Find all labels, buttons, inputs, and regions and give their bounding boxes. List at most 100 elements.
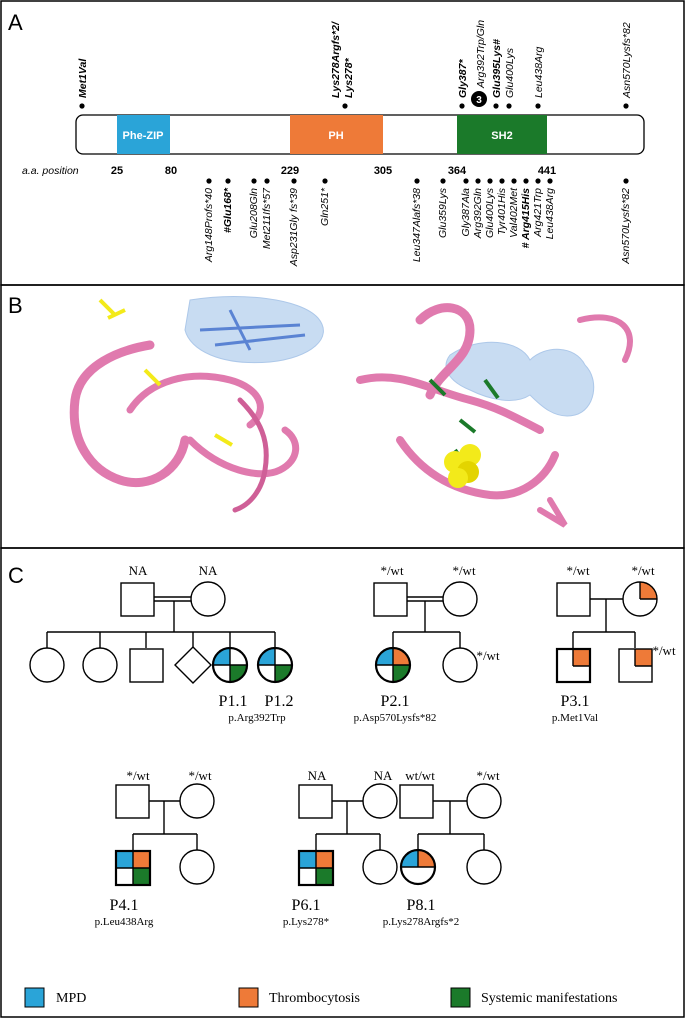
green-residues	[428, 378, 500, 472]
mutation-asn570lysfs: Asn570Lysfs*82	[621, 22, 633, 99]
mutation-dot	[440, 178, 446, 184]
father-genotype: NA	[129, 563, 148, 578]
mother-circle	[179, 783, 215, 819]
father-square	[115, 784, 150, 819]
mother-genotype: */wt	[452, 563, 476, 578]
mpd-quadrant	[213, 648, 230, 665]
mutation-dot	[623, 178, 629, 184]
sibling-circle	[442, 647, 478, 683]
aa-position-label: a.a. position	[22, 165, 79, 177]
systemic-quadrant	[316, 868, 333, 885]
proband-label: P3.1	[561, 693, 590, 710]
mother-circle	[190, 581, 226, 617]
mutation-arg148: Arg148Profs*40	[203, 188, 215, 263]
systemic-quadrant	[230, 665, 247, 682]
mutation-dot	[459, 103, 465, 109]
ribbon-helix-top	[415, 303, 475, 400]
panel-c-frame	[0, 547, 685, 1018]
legend: MPD Thrombocytosis Systemic manifestatio…	[24, 987, 617, 1008]
pos-229: 229	[281, 165, 299, 177]
father-square	[120, 582, 155, 617]
pedigree-family-p1: NA NA	[29, 563, 294, 724]
sibling-circle	[82, 647, 118, 683]
sibling-circle	[29, 647, 65, 683]
mutation-dot	[414, 178, 420, 184]
mutation-arg392trp: Arg392Trp/Gln	[475, 20, 487, 89]
ph-label: PH	[328, 130, 343, 142]
sibling-genotype: */wt	[476, 648, 500, 663]
mpd-quadrant	[376, 648, 393, 665]
mutation-dot	[493, 103, 499, 109]
top-mutations: Met1Val Lys278Argfs*2/ Lys278* Gly387* 3…	[77, 20, 633, 109]
mutation-gln251: Gln251*	[319, 187, 331, 226]
thrombocytosis-quadrant	[133, 851, 150, 868]
ribbon-strand-mid	[356, 373, 544, 434]
yellow-sphere	[459, 444, 481, 466]
father-genotype: */wt	[380, 563, 404, 578]
mutation-glu395lys: Glu395Lys#	[491, 39, 503, 98]
yellow-residues	[98, 298, 234, 447]
proband-label: P1.2	[265, 693, 294, 710]
mutation-glu168: #Glu168*	[222, 187, 234, 233]
panel-a: A Phe-ZIP PH SH2 a.a. position 25 80 229…	[0, 0, 685, 286]
ribbon-strand	[126, 372, 264, 429]
father-genotype: */wt	[126, 768, 150, 783]
legend-mpd-label: MPD	[56, 991, 86, 1006]
ribbon-loop-lower	[232, 397, 269, 513]
mutation-dot	[475, 178, 481, 184]
mutation-gly387: Gly387*	[457, 59, 469, 98]
sibling-square	[129, 648, 164, 683]
mutation-dot	[487, 178, 493, 184]
father-genotype: wt/wt	[405, 768, 435, 783]
ribbon-loop	[186, 426, 300, 478]
mutation-dot	[547, 178, 553, 184]
mutation-dot	[523, 178, 529, 184]
mutation-lys278argfs: Lys278Argfs*2/	[330, 21, 342, 98]
pedigree-family-p4: */wt */wt P4.1 p.Leu438Arg	[95, 768, 215, 928]
variant-label: p.Asp570Lysfs*82	[354, 712, 437, 724]
panel-b-label: B	[8, 293, 23, 318]
mutation-dot	[535, 103, 541, 109]
mutation-glu359: Glu359Lys	[437, 187, 449, 238]
pedigree-family-p8: wt/wt */wt P8.1 p.Lys278Argfs*2	[383, 768, 502, 928]
variant-label: p.Leu438Arg	[95, 916, 154, 928]
pos-441: 441	[538, 165, 556, 177]
ph-domain-structure	[69, 296, 324, 513]
mutation-gly387ala: Gly387Ala	[460, 188, 472, 237]
sh2-domain-structure	[356, 303, 633, 528]
mutation-leu438arg-bottom: Leu438Arg	[544, 188, 556, 240]
ph-domain	[290, 115, 383, 154]
mutation-val402met: Val402Met	[508, 187, 520, 238]
sibling-genotype: */wt	[652, 643, 676, 658]
bottom-mutations: Arg148Profs*40 #Glu168* Glu208Gln Met211…	[203, 178, 632, 267]
mutation-glu400lys-bottom: Glu400Lys	[484, 187, 496, 238]
sibling-circle	[466, 849, 502, 885]
mpd-quadrant	[258, 648, 275, 665]
phe-zip-domain	[117, 115, 170, 154]
mutation-met1val: Met1Val	[77, 58, 89, 98]
systemic-quadrant	[133, 868, 150, 885]
panel-c: C NA NA	[0, 547, 685, 1018]
proband-label: P8.1	[407, 897, 436, 914]
phe-zip-label: Phe-ZIP	[123, 130, 164, 142]
panel-b-frame	[0, 284, 685, 549]
proband-label: P2.1	[381, 693, 410, 710]
proband-label: P6.1	[292, 897, 321, 914]
mutation-dot	[342, 103, 348, 109]
mother-genotype: NA	[374, 768, 393, 783]
mutation-dot	[535, 178, 541, 184]
ribbon-helix-left	[69, 340, 190, 488]
pedigree-family-p6: NA NA P6.1 p.Lys278*	[283, 768, 398, 928]
father-square	[399, 784, 434, 819]
mutation-dot	[511, 178, 517, 184]
ribbon-loops-right	[537, 314, 633, 528]
pos-364: 364	[448, 165, 467, 177]
pos-305: 305	[374, 165, 392, 177]
mutation-glu400lys: Glu400Lys	[504, 47, 516, 98]
legend-systemic-label: Systemic manifestations	[481, 991, 617, 1006]
ribbon-strand-lower	[396, 436, 559, 500]
mutation-dot	[623, 103, 629, 109]
mutation-met211: Met211Ifs*57	[261, 187, 273, 249]
father-square	[556, 582, 591, 617]
